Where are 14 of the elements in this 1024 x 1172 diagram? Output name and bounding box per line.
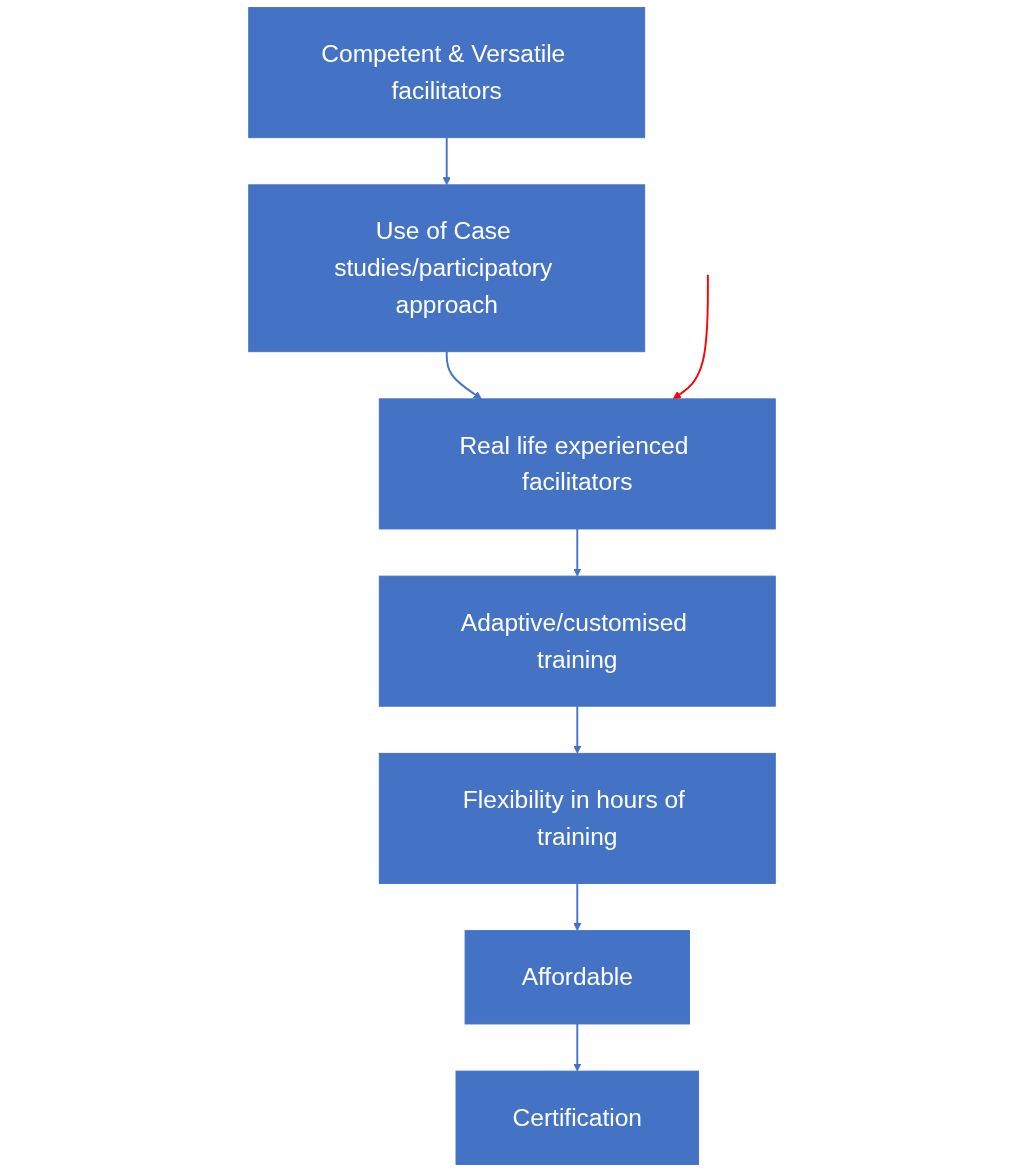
node-box: Adaptive/customised training xyxy=(378,575,776,707)
arrow xyxy=(573,705,582,754)
arrow xyxy=(573,528,582,577)
arrow xyxy=(442,136,451,186)
node-box: Use of Case studies/participatory approach xyxy=(248,184,646,353)
arrow xyxy=(573,882,582,931)
arrow xyxy=(573,1023,582,1072)
node-box: Certification xyxy=(455,1070,700,1165)
node-box: Affordable xyxy=(464,930,690,1025)
node-box: Flexibility in hours of training xyxy=(378,752,776,884)
node-box: Real life experienced facilitators xyxy=(378,398,776,530)
arrow xyxy=(672,273,709,400)
arrow xyxy=(445,350,482,400)
node-box: Competent & Versatile facilitators xyxy=(248,7,646,139)
